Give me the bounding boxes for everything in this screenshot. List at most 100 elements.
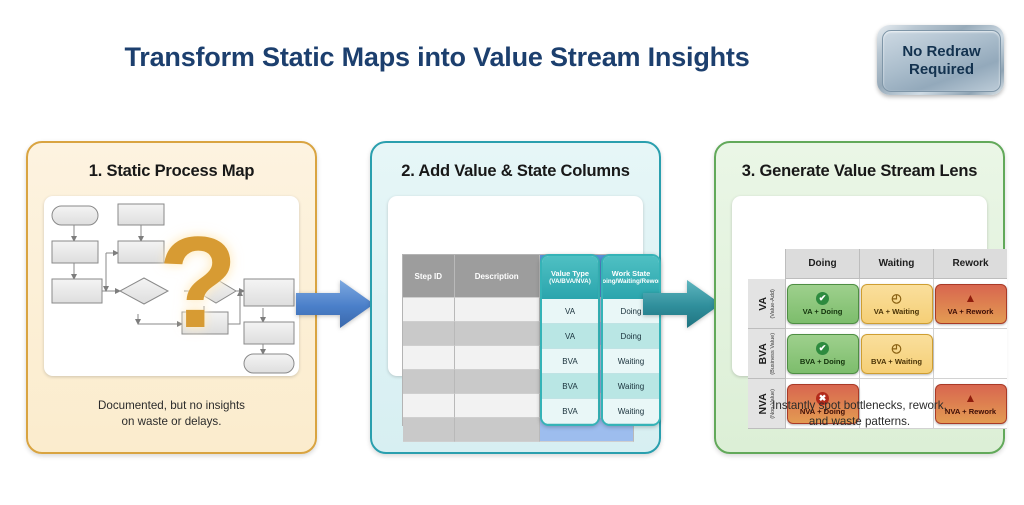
cell-value-type: BVA (542, 349, 598, 374)
chip-label: VA + Rework (947, 306, 994, 316)
cell-work-state: Waiting (603, 374, 659, 399)
clock-icon: ◴ (891, 340, 902, 355)
matrix-cell-bva-doing: ✔ BVA + Doing (786, 329, 860, 379)
panel-3-title: 3. Generate Value Stream Lens (741, 162, 978, 180)
panel-1-title: 1. Static Process Map (88, 162, 255, 180)
panel-1-caption-line-1: Documented, but no insights (98, 399, 245, 413)
cell-description (454, 298, 540, 322)
chip-nva-doing[interactable]: ✖ NVA + Doing (786, 383, 859, 424)
chip-label: NVA + Rework (944, 406, 997, 416)
matrix-row-header-va: VA (Value-Add) (748, 279, 786, 329)
chip-label: VA + Waiting (873, 306, 920, 316)
badge-line-2: Required (908, 61, 974, 78)
warning-icon: ▲ (964, 290, 977, 305)
flowchart-diagram: ? (44, 196, 299, 376)
panel-3-caption-line-2: and waste patterns. (808, 415, 911, 429)
panel-2-title: 2. Add Value & State Columns (401, 162, 630, 180)
cell-step-id (403, 346, 455, 370)
matrix-cell-nva-rework: ▲ NVA + Rework (934, 379, 1007, 429)
column-header-description: Description (454, 255, 540, 298)
cell-step-id (403, 298, 455, 322)
matrix-header-row: Doing Waiting Rework (748, 249, 1007, 279)
column-header-work-state: Work State (Doing/Waiting/Rework) (603, 256, 659, 299)
arrow-step1-to-step2 (296, 278, 374, 330)
panel-1-caption: Documented, but no insights on waste or … (28, 398, 315, 430)
no-redraw-badge: No Redraw Required (877, 25, 1004, 95)
row-sublabel-bva: (Business Value) (769, 332, 776, 375)
panel-3-caption-line-1: Instantly spot bottlenecks, rework, (772, 399, 947, 413)
chip-label: NVA + Doing (799, 406, 846, 416)
panel-value-stream-lens: 3. Generate Value Stream Lens Doing Wait… (714, 141, 1007, 454)
matrix-row-nva: NVA (Non-Value) ✖ NVA + Doing ▲ (748, 379, 1007, 429)
cell-work-state: Waiting (603, 399, 659, 424)
cell-description (454, 394, 540, 418)
cell-step-id (403, 322, 455, 346)
chip-label: BVA + Waiting (871, 356, 922, 366)
cell-step-id (403, 370, 455, 394)
matrix-column-header-rework: Rework (934, 249, 1007, 279)
work-state-header-main: Work State (611, 269, 651, 279)
panel-3-caption: Instantly spot bottlenecks, rework, and … (716, 398, 1003, 430)
value-type-header-sub: (VA/BVA/NVA) (549, 278, 591, 286)
value-stream-matrix: Doing Waiting Rework VA (Value-Add) ✔ (748, 249, 1007, 429)
row-label-bva: BVA (756, 342, 769, 365)
panel-1-caption-line-2: on waste or delays. (121, 415, 222, 429)
question-mark-overlay: ? (158, 209, 238, 355)
chip-bva-doing[interactable]: ✔ BVA + Doing (786, 333, 859, 374)
column-value-type: Value Type (VA/BVA/NVA) VA VA BVA BVA BV… (540, 254, 600, 426)
cell-work-state: Waiting (603, 424, 659, 426)
work-state-header-sub: (Doing/Waiting/Rework) (602, 278, 661, 286)
cell-description (454, 370, 540, 394)
table-row (403, 418, 635, 442)
cell-value-type: BVA (542, 374, 598, 399)
clock-icon: ◴ (891, 290, 902, 305)
cell-description (454, 346, 540, 370)
chip-va-doing[interactable]: ✔ VA + Doing (786, 283, 859, 324)
chip-label: VA + Doing (802, 306, 843, 316)
matrix-cell-bva-waiting: ◴ BVA + Waiting (860, 329, 934, 379)
column-header-value-type: Value Type (VA/BVA/NVA) (542, 256, 598, 299)
matrix-cell-nva-waiting-empty (860, 379, 934, 429)
column-header-step-id: Step ID (403, 255, 455, 298)
chip-label: BVA + Doing (799, 356, 846, 366)
no-redraw-badge-inner: No Redraw Required (882, 30, 1001, 92)
matrix-row-bva: BVA (Business Value) ✔ BVA + Doing ◴ (748, 329, 1007, 379)
matrix-row-header-bva: BVA (Business Value) (748, 329, 786, 379)
panel-static-process-map: 1. Static Process Map (26, 141, 317, 454)
chip-nva-rework[interactable]: ▲ NVA + Rework (934, 383, 1007, 424)
matrix-cell-nva-doing: ✖ NVA + Doing (786, 379, 860, 429)
arrow-step2-to-step3 (643, 278, 721, 330)
flowchart-svg (51, 203, 295, 374)
cell-value-type: VA (542, 299, 598, 324)
value-type-header-main: Value Type (550, 269, 590, 279)
page-title: Transform Static Maps into Value Stream … (124, 42, 750, 72)
panel-add-value-state-columns: 2. Add Value & State Columns Step ID Des… (370, 141, 661, 454)
matrix-canvas: Doing Waiting Rework VA (Value-Add) ✔ (732, 196, 1007, 429)
row-label-va: VA (756, 296, 769, 311)
cell-value-type: BVA (542, 399, 598, 424)
chip-va-rework[interactable]: ▲ VA + Rework (934, 283, 1007, 324)
process-table: Step ID Description Role Value Type (VA/… (402, 254, 661, 442)
cell-value-type: VA (542, 324, 598, 349)
matrix-row-header-nva: NVA (Non-Value) (748, 379, 786, 429)
matrix-cell-va-waiting: ◴ VA + Waiting (860, 279, 934, 329)
row-sublabel-va: (Value-Add) (769, 288, 776, 319)
chip-va-waiting[interactable]: ◴ VA + Waiting (860, 283, 933, 324)
cell-work-state: Waiting (603, 349, 659, 374)
cell-description (454, 322, 540, 346)
check-circle-icon: ✔ (816, 291, 829, 305)
matrix-cell-va-doing: ✔ VA + Doing (786, 279, 860, 329)
badge-line-1: No Redraw (902, 43, 981, 61)
cell-description (454, 418, 540, 442)
matrix-column-header-doing: Doing (786, 249, 860, 279)
cell-value-type: BVA (542, 424, 598, 426)
matrix-cell-bva-rework-empty (934, 329, 1007, 379)
cell-work-state: Doing (603, 324, 659, 349)
warning-icon: ▲ (964, 390, 977, 405)
table-canvas: Step ID Description Role Value Type (VA/… (388, 196, 661, 442)
cell-step-id (403, 418, 455, 442)
chip-bva-waiting[interactable]: ◴ BVA + Waiting (860, 333, 933, 374)
cell-step-id (403, 394, 455, 418)
cross-circle-icon: ✖ (816, 391, 829, 405)
